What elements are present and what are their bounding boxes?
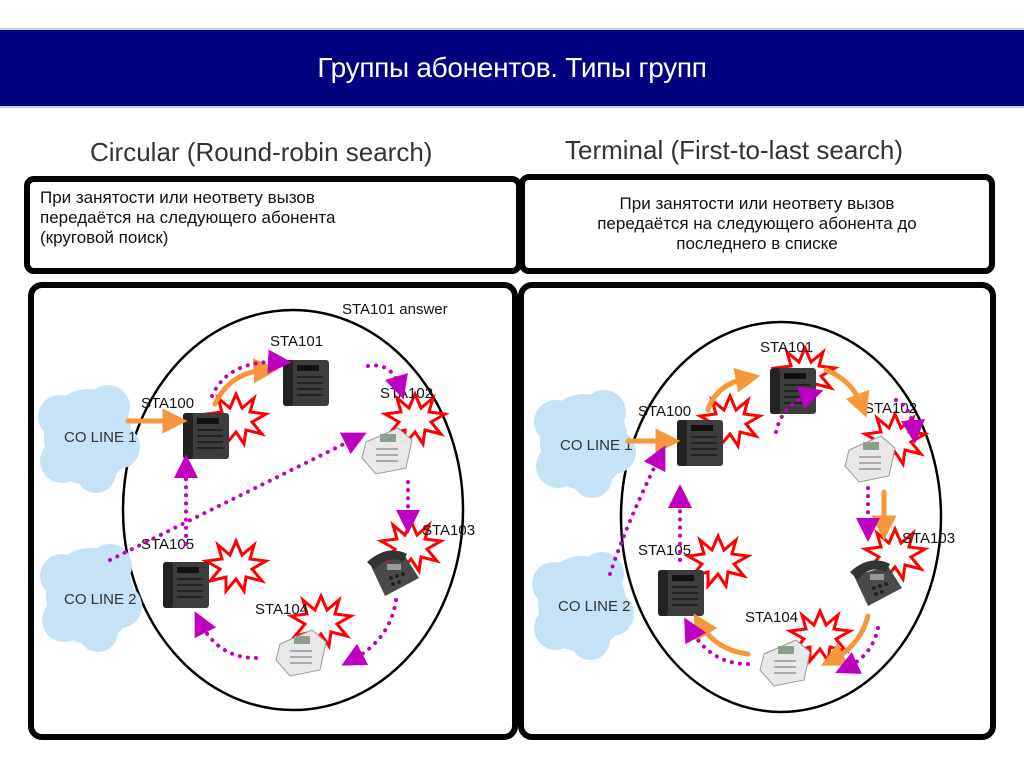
terminal-diagram: CO LINE 1 CO LINE 2 STA100 STA101 STA102…	[532, 320, 955, 714]
station-label: STA102	[380, 385, 433, 402]
co-line-1-label: CO LINE 1	[64, 429, 137, 446]
burst-icon	[204, 539, 268, 593]
circular-title: Circular (Round-robin search)	[90, 137, 433, 167]
station-label: STA104	[255, 601, 308, 618]
circular-diagram: CO LINE 1 CO LINE 2 STA101 answer STA100…	[38, 301, 475, 712]
terminal-description: При занятости или неответу вызов передаё…	[519, 174, 995, 274]
answer-note: STA101 answer	[342, 301, 448, 318]
station-label: STA100	[141, 395, 194, 412]
desk-phone-icon	[163, 562, 209, 608]
white-phone-icon	[361, 427, 413, 475]
co-line-2-label: CO LINE 2	[558, 598, 631, 615]
station-label: STA103	[422, 522, 475, 539]
group-ellipse	[121, 308, 465, 712]
station-label: STA100	[638, 403, 691, 420]
station-label: STA105	[638, 542, 691, 559]
desk-phone-icon	[770, 368, 816, 414]
white-phone-icon	[759, 639, 811, 687]
co-line-2-label: CO LINE 2	[64, 591, 137, 608]
station-label: STA102	[864, 400, 917, 417]
circular-desc-line: передаётся на следующего абонента	[40, 208, 336, 227]
slide-title: Группы абонентов. Типы групп	[317, 52, 707, 83]
desk-phone-icon	[658, 570, 704, 616]
white-phone-icon	[275, 629, 327, 677]
station-label: STA101	[760, 339, 813, 356]
white-phone-icon	[844, 435, 896, 483]
circular-description: При занятости или неответу вызов передаё…	[24, 176, 522, 274]
magenta-dotted-arrows	[108, 349, 420, 666]
station-label: STA104	[745, 609, 798, 626]
desk-phone-icon	[183, 413, 229, 459]
station-label: STA103	[902, 530, 955, 547]
circular-desc-line: При занятости или неответу вызов	[40, 188, 315, 207]
station-label: STA101	[270, 333, 323, 350]
co-line-1-label: CO LINE 1	[560, 437, 633, 454]
magenta-dotted-arrows	[608, 386, 925, 674]
desk-phone-icon	[677, 420, 723, 466]
terminal-desc-line: последнего в списке	[676, 234, 838, 253]
slide-header: Группы абонентов. Типы групп	[0, 28, 1024, 108]
terminal-title: Terminal (First-to-last search)	[565, 135, 904, 165]
terminal-diagram-panel	[518, 282, 996, 740]
desk-phone-icon	[283, 360, 329, 406]
terminal-desc-line: При занятости или неответу вызов	[619, 194, 895, 213]
terminal-desc-line: передаётся на следующего абонента до	[597, 214, 917, 233]
group-ellipse	[619, 320, 943, 714]
orange-arrow	[212, 358, 279, 407]
circular-desc-line: (круговой поиск)	[40, 228, 169, 247]
